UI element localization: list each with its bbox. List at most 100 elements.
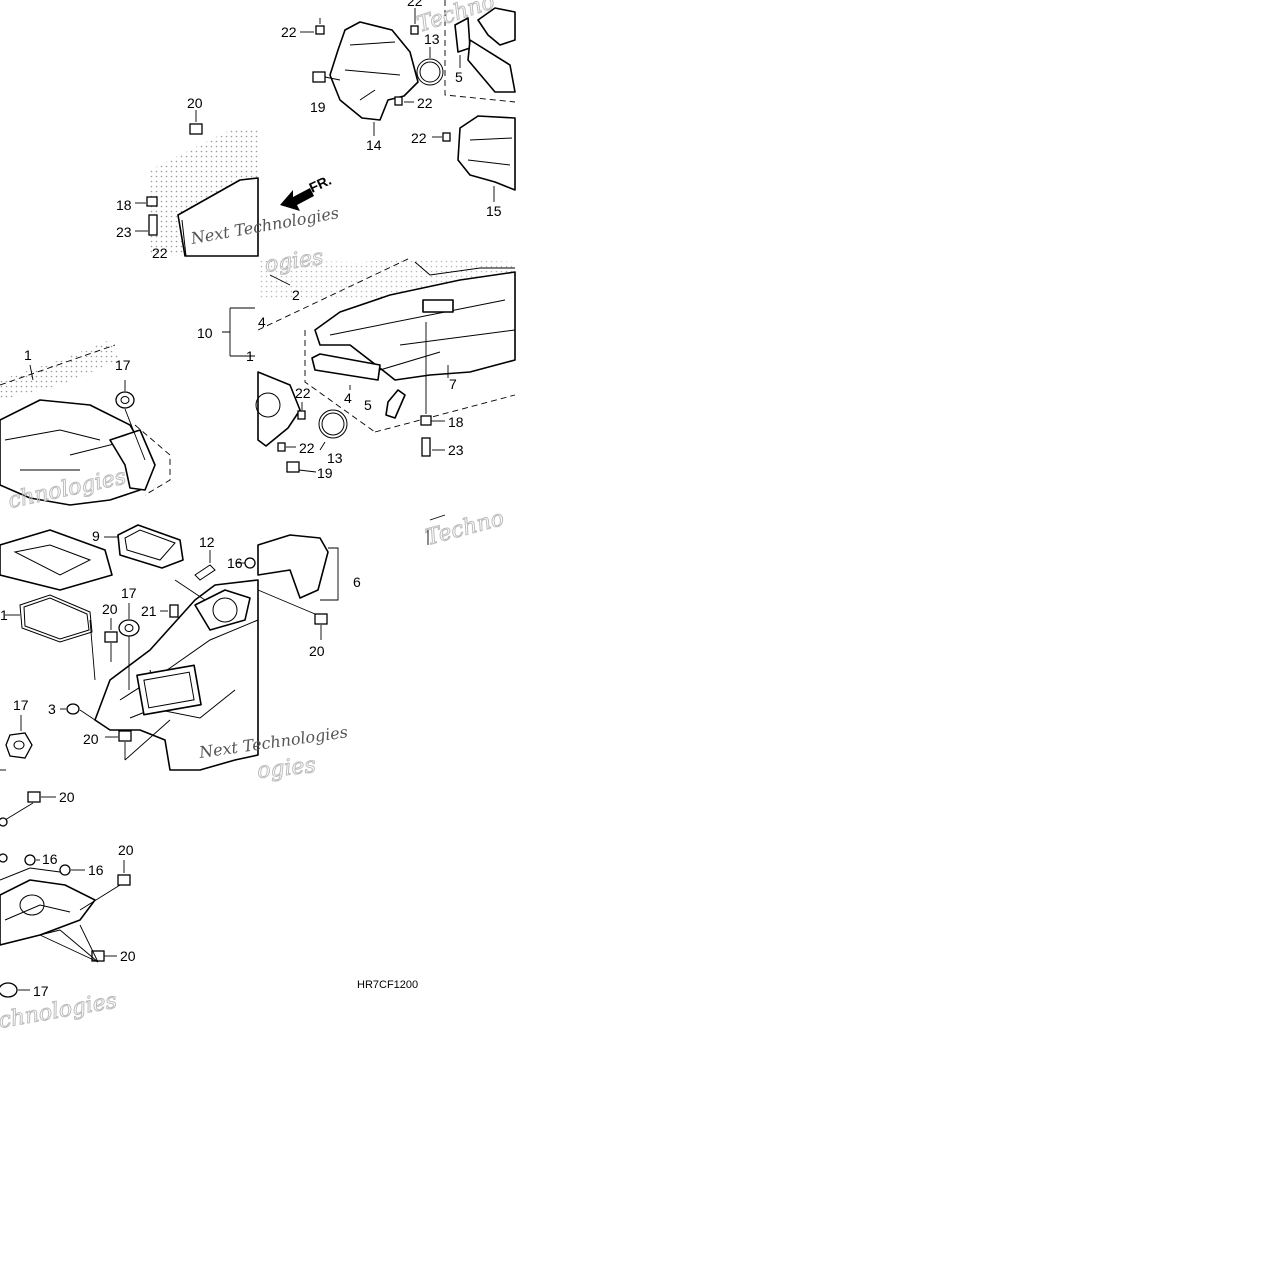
clip-12 <box>194 564 216 581</box>
panel-bottom-left: 20 16 16 20 20 17 chnologies <box>0 789 136 1034</box>
callout-22: 22 <box>411 130 427 146</box>
callout-20: 20 <box>102 601 118 617</box>
seal-1 <box>19 594 93 643</box>
grommet-17 <box>115 380 146 461</box>
foam-4 <box>311 353 381 381</box>
grommet-17-c <box>0 715 33 771</box>
bolt-22-b <box>410 8 419 35</box>
callout-19: 19 <box>317 465 333 481</box>
callout-5: 5 <box>455 69 463 85</box>
callout-19: 19 <box>310 99 326 115</box>
callout-20: 20 <box>118 842 134 858</box>
fender-6 <box>257 534 329 599</box>
callout-4: 4 <box>344 390 352 406</box>
callout-2: 2 <box>292 287 300 303</box>
callout-22: 22 <box>295 385 311 401</box>
foam-block-top <box>467 39 516 93</box>
callout-1: 1 <box>24 347 32 363</box>
panel-middle-right: 2 10 4 1 4 7 5 22 22 13 19 18 23 ogies <box>197 245 516 481</box>
bolt-19-b <box>286 461 317 473</box>
callout-23: 23 <box>116 224 132 240</box>
callout-7: 7 <box>449 376 457 392</box>
nut-16-b <box>24 854 40 866</box>
callout-17: 17 <box>121 585 137 601</box>
callout-16: 16 <box>88 862 104 878</box>
callout-23: 23 <box>448 442 464 458</box>
bolt-20-f <box>39 924 117 963</box>
bolt-22-c <box>394 96 414 106</box>
callout-22: 22 <box>152 245 168 261</box>
bolt-20-c <box>105 719 171 761</box>
panel-lower-middle: 9 12 16 6 1 17 20 21 20 3 17 20 Next Tec… <box>0 505 507 784</box>
callout-10: 10 <box>197 325 213 341</box>
cover-7 <box>314 271 516 381</box>
callout-5: 5 <box>364 397 372 413</box>
nut-18-b <box>420 322 445 426</box>
callout-18: 18 <box>448 414 464 430</box>
bolt-20-d <box>4 791 56 821</box>
panel-top-right: FR. 22 22 13 5 19 <box>280 0 516 219</box>
lid-9 <box>117 524 184 569</box>
cap-3 <box>60 703 80 715</box>
watermark: ogies <box>256 753 317 784</box>
callout-17: 17 <box>115 357 131 373</box>
callout-9: 9 <box>92 528 100 544</box>
bolt-22-e <box>297 402 306 420</box>
bolt-19 <box>312 71 341 83</box>
bolt-22-d <box>432 132 451 142</box>
diagram-code: HR7CF1200 <box>357 979 418 991</box>
foam-5 <box>385 389 406 419</box>
callout-16: 16 <box>227 555 243 571</box>
watermark: Techno <box>423 506 507 551</box>
callout-15: 15 <box>486 203 502 219</box>
callout-17: 17 <box>13 697 29 713</box>
bolt-23-b <box>421 437 445 457</box>
callout-18: 18 <box>116 197 132 213</box>
callout-20: 20 <box>59 789 75 805</box>
callout-3: 3 <box>48 701 56 717</box>
grommet-17-d <box>0 982 30 998</box>
callout-20: 20 <box>120 948 136 964</box>
callout-22: 22 <box>281 24 297 40</box>
duct-15 <box>457 115 516 191</box>
watermark: chnologies <box>0 989 119 1034</box>
callout-13: 13 <box>424 31 440 47</box>
bolt-23 <box>135 214 158 236</box>
bolt-20-a <box>104 618 118 662</box>
callout-14: 14 <box>366 137 382 153</box>
callout-22: 22 <box>417 95 433 111</box>
nut-16-c <box>59 864 85 876</box>
bolt-22-f <box>277 442 296 452</box>
callout-6: 6 <box>353 574 361 590</box>
callout-11: 1 <box>0 607 8 623</box>
bolt-21 <box>160 579 206 618</box>
callout-16: 16 <box>42 851 58 867</box>
bolt-20-b <box>257 589 328 640</box>
nut-16 <box>236 557 256 569</box>
grommet-17-b <box>118 603 140 690</box>
front-direction-arrow <box>280 188 314 211</box>
bolt-20-top <box>189 110 203 135</box>
callout-13: 13 <box>327 450 343 466</box>
callout-12: 12 <box>199 534 215 550</box>
seal-ring-13 <box>318 409 348 439</box>
under-cover <box>0 879 96 946</box>
callout-4: 4 <box>258 314 266 330</box>
panel-middle-left: 1 17 chnologies <box>0 340 171 514</box>
callout-20: 20 <box>187 95 203 111</box>
bolt-20-e <box>79 860 131 911</box>
callout-21: 21 <box>141 603 157 619</box>
callout-1: 1 <box>246 348 254 364</box>
callout-20: 20 <box>309 643 325 659</box>
duct-14 <box>329 21 419 121</box>
panel-top-left: 20 18 23 22 Next Technologies <box>116 95 340 261</box>
bolt-22-a <box>300 18 325 35</box>
callout-22: 22 <box>299 440 315 456</box>
nut-18 <box>135 196 158 207</box>
seal-ring-13-top <box>416 58 444 86</box>
callout-17: 17 <box>33 983 49 999</box>
callout-22: 22 <box>407 0 423 9</box>
lid-11 <box>0 529 113 591</box>
callout-20: 20 <box>83 731 99 747</box>
